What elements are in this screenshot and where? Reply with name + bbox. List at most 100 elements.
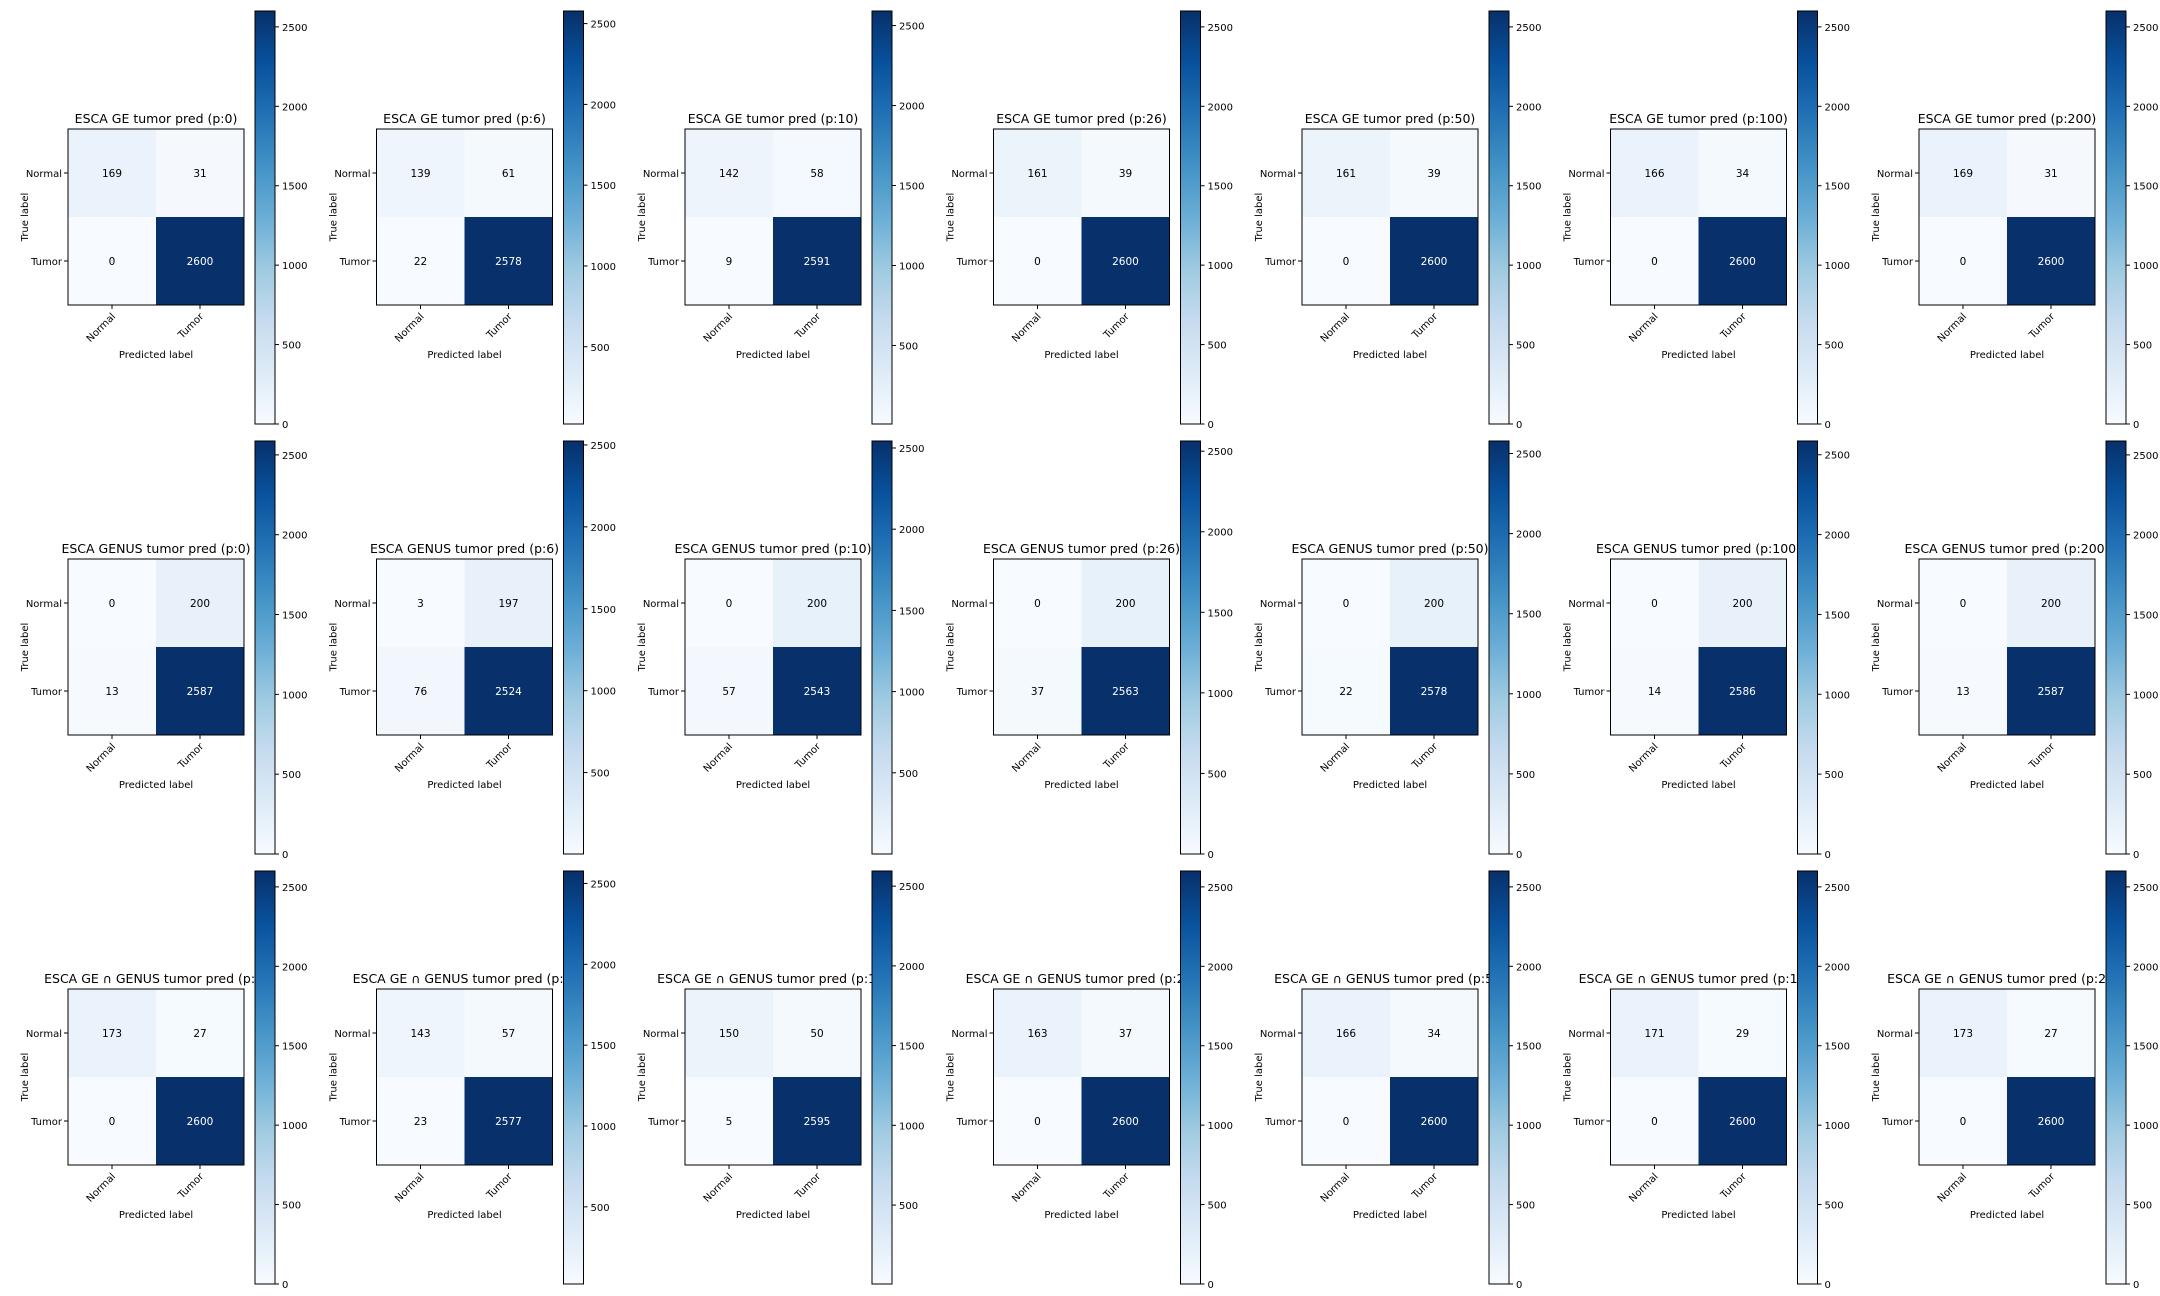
colorbar-tick-label: 1500 xyxy=(1516,610,1541,621)
colorbar-frame xyxy=(871,10,893,425)
y-axis-label: True label xyxy=(329,193,340,243)
cell-value: 0 xyxy=(1343,1116,1350,1128)
colorbar xyxy=(1180,11,1201,424)
x-tick-label: Tumor xyxy=(1410,311,1441,342)
colorbar-tick-label: 500 xyxy=(1825,341,1844,352)
cell-value: 22 xyxy=(1339,686,1352,698)
cell-value: 2587 xyxy=(187,686,214,698)
cell-value: 2600 xyxy=(1729,1116,1756,1128)
y-tick-label: Normal xyxy=(334,1029,370,1040)
colorbar-tick-label: 500 xyxy=(2133,1201,2152,1212)
colorbar-frame xyxy=(254,440,276,855)
cell-value: 2563 xyxy=(1112,686,1139,698)
x-tick-label: Normal xyxy=(1319,741,1352,774)
colorbar-tick-label: 2500 xyxy=(1516,449,1541,460)
colorbar-tick-label: 2000 xyxy=(1208,102,1233,113)
matrix-cell xyxy=(1081,129,1170,217)
cell-value: 2595 xyxy=(804,1116,831,1128)
x-axis-label: Predicted label xyxy=(1661,780,1735,791)
y-axis-label: True label xyxy=(1871,193,1882,243)
matrix-cell xyxy=(993,559,1082,647)
matrix-cell xyxy=(2007,559,2095,647)
axes-frame xyxy=(993,988,1170,1166)
x-tick-label: Tumor xyxy=(1718,1171,1749,1202)
colorbar-frame xyxy=(1180,10,1201,425)
colorbar-tick-label: 2000 xyxy=(1516,530,1541,541)
y-axis-label: True label xyxy=(637,193,648,243)
colorbar-tick-label: 500 xyxy=(899,769,918,780)
matrix-cell xyxy=(1610,129,1699,217)
cell-value: 34 xyxy=(1736,168,1750,180)
y-tick-label: Tumor xyxy=(1573,1117,1606,1128)
y-tick-label: Normal xyxy=(643,169,679,180)
x-tick-label: Tumor xyxy=(1101,311,1132,342)
matrix-cell xyxy=(1610,989,1699,1077)
colorbar-tick-label: 1500 xyxy=(1208,608,1233,619)
x-tick-label: Tumor xyxy=(1410,741,1441,772)
x-tick-label: Tumor xyxy=(1101,741,1132,772)
colorbar-tick-label: 2500 xyxy=(1208,447,1233,458)
colorbar-tick-label: 1500 xyxy=(1208,1042,1233,1053)
cell-value: 2543 xyxy=(804,686,831,698)
colorbar-tick-label: 0 xyxy=(2133,1280,2139,1291)
y-tick-label: Normal xyxy=(1260,169,1296,180)
x-tick-label: Normal xyxy=(1319,311,1352,344)
colorbar-tick-label: 2000 xyxy=(282,102,307,113)
axes-frame xyxy=(993,128,1170,306)
x-tick-label: Tumor xyxy=(484,1171,515,1202)
colorbar-tick-label: 2500 xyxy=(1825,883,1850,894)
colorbar-tick-label: 1500 xyxy=(1208,182,1233,193)
x-tick-label: Normal xyxy=(393,1171,426,1204)
matrix-cell xyxy=(1919,989,2007,1077)
colorbar xyxy=(255,11,275,424)
colorbar xyxy=(2106,11,2126,424)
panel-title: ESCA GE tumor pred (p:200) xyxy=(1918,111,2097,126)
colorbar-frame xyxy=(563,10,584,425)
panel-title: ESCA GE ∩ GENUS tumor pred (p:26) xyxy=(966,971,1198,986)
y-tick-label: Tumor xyxy=(1881,1117,1914,1128)
x-axis-label: Predicted label xyxy=(1970,1210,2044,1221)
panel-title: ESCA GE tumor pred (p:50) xyxy=(1305,111,1476,126)
cell-value: 23 xyxy=(414,1116,427,1128)
colorbar-tick-label: 500 xyxy=(1825,770,1844,781)
x-tick-label: Tumor xyxy=(793,311,824,342)
axes-frame xyxy=(1301,128,1479,306)
panel-title: ESCA GE ∩ GENUS tumor pred (p:100) xyxy=(1579,971,1819,986)
cell-value: 0 xyxy=(1651,1116,1658,1128)
cell-value: 22 xyxy=(414,256,427,268)
x-tick-label: Tumor xyxy=(1410,1171,1441,1202)
colorbar xyxy=(1797,441,1818,854)
cell-value: 0 xyxy=(1034,1116,1041,1128)
axes-frame xyxy=(67,988,245,1166)
x-tick-label: Normal xyxy=(1627,1171,1660,1204)
colorbar-tick-label: 1000 xyxy=(1516,1121,1541,1132)
y-axis-label: True label xyxy=(637,1053,648,1103)
cell-value: 2600 xyxy=(1421,256,1448,268)
colorbar-tick-label: 2000 xyxy=(591,523,616,534)
matrix-cell xyxy=(1302,129,1390,217)
colorbar-frame xyxy=(1180,440,1201,855)
colorbar-tick-label: 0 xyxy=(2133,420,2139,431)
y-tick-label: Normal xyxy=(1877,169,1913,180)
y-tick-label: Normal xyxy=(1877,1029,1913,1040)
cell-value: 0 xyxy=(1960,256,1967,268)
axes-frame xyxy=(1610,558,1787,736)
cell-value: 31 xyxy=(193,168,206,180)
colorbar-tick-label: 500 xyxy=(899,341,918,352)
x-axis-label: Predicted label xyxy=(736,1210,810,1221)
colorbar-frame xyxy=(2105,10,2127,425)
cell-value: 5 xyxy=(726,1116,733,1128)
cell-value: 2600 xyxy=(1729,256,1756,268)
x-tick-label: Normal xyxy=(85,311,118,344)
cell-value: 150 xyxy=(719,1028,739,1040)
colorbar-frame xyxy=(871,870,893,1285)
colorbar-frame xyxy=(1488,870,1510,1285)
colorbar xyxy=(1180,441,1201,854)
matrix-cell xyxy=(773,989,861,1077)
y-axis-label: True label xyxy=(1254,623,1265,673)
colorbar-tick-label: 2500 xyxy=(899,22,924,33)
